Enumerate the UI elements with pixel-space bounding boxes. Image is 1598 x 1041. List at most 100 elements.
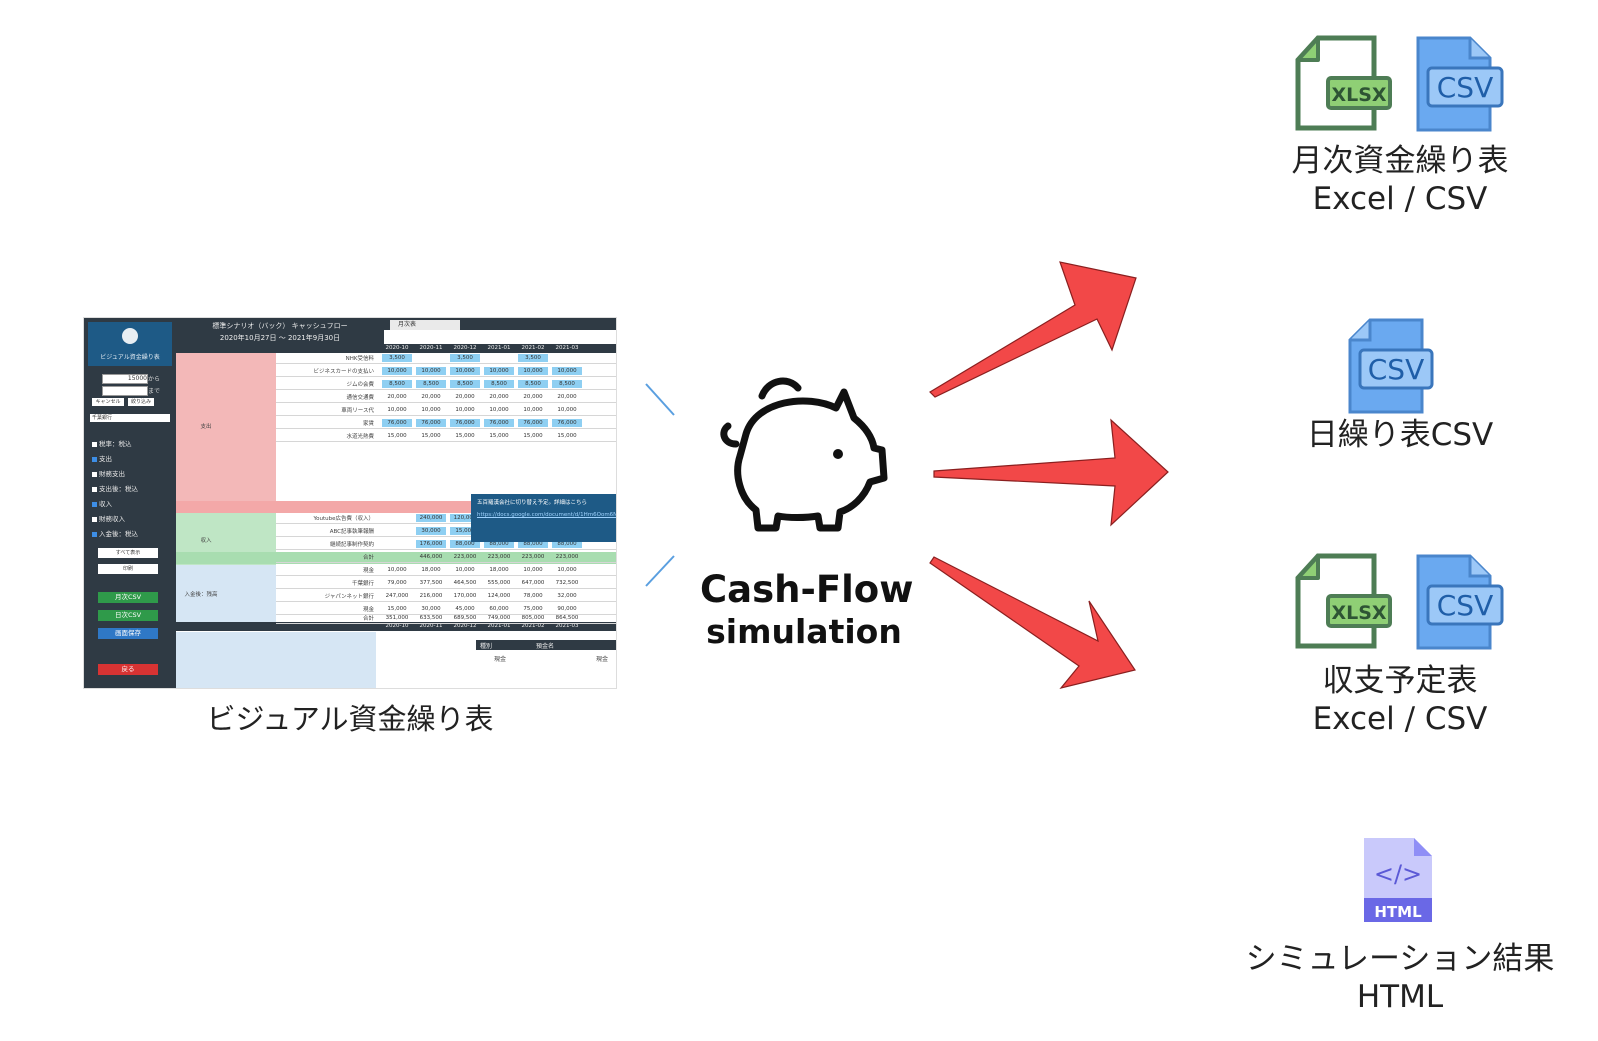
amount-from-input[interactable]: 15000 xyxy=(102,374,148,384)
grid-cell[interactable]: 76,000 xyxy=(518,419,548,427)
grid-cell[interactable]: 176,000 xyxy=(416,540,446,548)
grid-cell[interactable]: 45,000 xyxy=(455,606,475,612)
grid-cell[interactable]: 76,000 xyxy=(552,419,582,427)
amount-to-input[interactable] xyxy=(102,386,148,396)
filter-checkbox[interactable]: 入金後：税込 xyxy=(92,528,138,538)
grid-cell[interactable]: 3,500 xyxy=(450,354,480,362)
grid-cell[interactable]: 15,000 xyxy=(387,433,407,439)
grid-cell[interactable]: 18,000 xyxy=(421,567,441,573)
grid-cell[interactable]: 15,000 xyxy=(523,433,543,439)
grid-cell[interactable]: 10,000 xyxy=(518,367,548,375)
grid-cell[interactable]: 88,000 xyxy=(518,540,548,548)
grid-cell[interactable]: 120,000 xyxy=(450,514,480,522)
grid-cell[interactable]: 8,500 xyxy=(518,380,548,388)
filter-checkbox[interactable]: 財務収入 xyxy=(92,513,125,523)
grid-cell[interactable]: 88,000 xyxy=(450,540,480,548)
grid-cell[interactable]: 446,000 xyxy=(419,554,443,560)
grid-cell[interactable]: 88,000 xyxy=(484,540,514,548)
grid-cell[interactable]: 223,000 xyxy=(555,554,579,560)
grid-cell[interactable]: 76,000 xyxy=(382,419,412,427)
grid-cell[interactable]: 351,000 xyxy=(385,615,409,621)
account-select[interactable]: 千葉銀行 xyxy=(90,414,170,422)
grid-cell[interactable]: 15,000 xyxy=(489,433,509,439)
grid-cell[interactable]: 240,000 xyxy=(416,514,446,522)
grid-cell[interactable]: 20,000 xyxy=(489,394,509,400)
grid-cell[interactable]: 76,000 xyxy=(484,419,514,427)
grid-cell[interactable]: 10,000 xyxy=(557,407,577,413)
tooltip-link[interactable]: https://docs.google.com/document/d/1Hm6O… xyxy=(477,512,616,518)
grid-cell[interactable]: 10,000 xyxy=(523,567,543,573)
grid-cell[interactable]: 10,000 xyxy=(455,407,475,413)
grid-cell[interactable]: 223,000 xyxy=(453,554,477,560)
grid-cell[interactable]: 3,500 xyxy=(382,354,412,362)
grid-cell[interactable]: 10,000 xyxy=(387,407,407,413)
grid-cell[interactable]: 633,500 xyxy=(419,615,443,621)
grid-cell[interactable]: 10,000 xyxy=(552,367,582,375)
grid-cell[interactable]: 10,000 xyxy=(382,367,412,375)
grid-cell[interactable]: 15,000 xyxy=(455,433,475,439)
grid-cell[interactable]: 689,500 xyxy=(453,615,477,621)
grid-cell[interactable]: 20,000 xyxy=(557,394,577,400)
filter-button[interactable]: 絞り込み xyxy=(128,398,154,406)
filter-checkbox[interactable]: 収入 xyxy=(92,498,112,508)
grid-cell[interactable]: 79,000 xyxy=(387,580,407,586)
tab-monthly[interactable]: 月次表 xyxy=(390,320,460,330)
grid-cell[interactable]: 223,000 xyxy=(487,554,511,560)
daily-csv-button[interactable]: 日次CSV xyxy=(98,610,158,621)
grid-cell[interactable]: 60,000 xyxy=(489,606,509,612)
grid-cell[interactable]: 124,000 xyxy=(487,593,511,599)
back-button[interactable]: 戻る xyxy=(98,664,158,675)
grid-cell[interactable]: 377,500 xyxy=(419,580,443,586)
grid-cell[interactable]: 76,000 xyxy=(450,419,480,427)
grid-cell[interactable]: 749,000 xyxy=(487,615,511,621)
grid-cell[interactable]: 20,000 xyxy=(455,394,475,400)
grid-cell[interactable]: 75,000 xyxy=(523,606,543,612)
grid-cell[interactable]: 3,500 xyxy=(518,354,548,362)
grid-cell[interactable]: 15,000 xyxy=(450,527,480,535)
grid-cell[interactable]: 555,000 xyxy=(487,580,511,586)
grid-cell[interactable]: 8,500 xyxy=(450,380,480,388)
grid-cell[interactable]: 10,000 xyxy=(421,407,441,413)
grid-cell[interactable]: 10,000 xyxy=(455,567,475,573)
grid-cell[interactable]: 20,000 xyxy=(421,394,441,400)
grid-cell[interactable]: 247,000 xyxy=(385,593,409,599)
grid-cell[interactable]: 30,000 xyxy=(421,606,441,612)
filter-checkbox[interactable]: 支出 xyxy=(92,453,112,463)
show-all-button[interactable]: すべて表示 xyxy=(98,548,158,558)
grid-cell[interactable]: 88,000 xyxy=(552,540,582,548)
grid-cell[interactable]: 10,000 xyxy=(387,567,407,573)
grid-cell[interactable]: 170,000 xyxy=(453,593,477,599)
grid-cell[interactable]: 8,500 xyxy=(416,380,446,388)
grid-cell[interactable]: 20,000 xyxy=(523,394,543,400)
grid-cell[interactable]: 15,000 xyxy=(421,433,441,439)
grid-cell[interactable]: 78,000 xyxy=(523,593,543,599)
grid-cell[interactable]: 15,000 xyxy=(387,606,407,612)
grid-cell[interactable]: 10,000 xyxy=(416,367,446,375)
grid-cell[interactable]: 15,000 xyxy=(557,433,577,439)
grid-cell[interactable]: 223,000 xyxy=(521,554,545,560)
grid-cell[interactable]: 30,000 xyxy=(416,527,446,535)
grid-cell[interactable]: 76,000 xyxy=(416,419,446,427)
grid-cell[interactable]: 732,500 xyxy=(555,580,579,586)
save-screen-button[interactable]: 画面保存 xyxy=(98,628,158,639)
grid-cell[interactable]: 464,500 xyxy=(453,580,477,586)
filter-checkbox[interactable]: 税率：税込 xyxy=(92,438,132,448)
clear-button[interactable]: キャンセル xyxy=(92,398,124,406)
monthly-csv-button[interactable]: 月次CSV xyxy=(98,592,158,603)
grid-cell[interactable]: 20,000 xyxy=(387,394,407,400)
grid-cell[interactable]: 8,500 xyxy=(484,380,514,388)
grid-cell[interactable]: 32,000 xyxy=(557,593,577,599)
grid-cell[interactable]: 90,000 xyxy=(557,606,577,612)
grid-cell[interactable]: 10,000 xyxy=(489,407,509,413)
grid-cell[interactable]: 805,000 xyxy=(521,615,545,621)
grid-cell[interactable]: 10,000 xyxy=(484,367,514,375)
print-button[interactable]: 印刷 xyxy=(98,564,158,574)
filter-checkbox[interactable]: 財務支出 xyxy=(92,468,125,478)
grid-cell[interactable]: 10,000 xyxy=(450,367,480,375)
grid-cell[interactable]: 10,000 xyxy=(557,567,577,573)
grid-cell[interactable]: 8,500 xyxy=(552,380,582,388)
filter-checkbox[interactable]: 支出後：税込 xyxy=(92,483,138,493)
grid-cell[interactable]: 18,000 xyxy=(489,567,509,573)
grid-cell[interactable]: 10,000 xyxy=(523,407,543,413)
grid-cell[interactable]: 864,500 xyxy=(555,615,579,621)
